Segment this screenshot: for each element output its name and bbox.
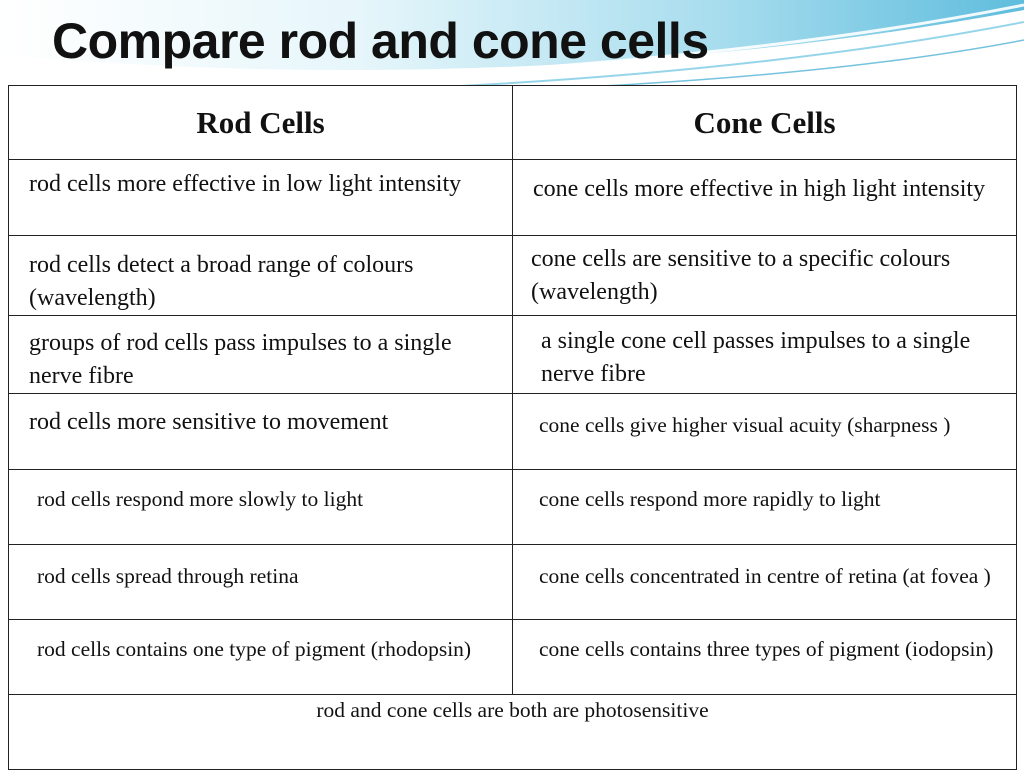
table-row: rod cells more effective in low light in…	[8, 159, 1017, 236]
rod-cell-text: groups of rod cells pass impulses to a s…	[29, 330, 452, 389]
rod-cell: rod cells more effective in low light in…	[8, 159, 513, 236]
rod-cell: rod cells detect a broad range of colour…	[8, 235, 513, 316]
comparison-table: Rod Cells Cone Cells rod cells more effe…	[8, 85, 1017, 770]
table-row: rod cells more sensitive to movement con…	[8, 393, 1017, 470]
table-row: rod cells spread through retina cone cel…	[8, 544, 1017, 620]
rod-cell: rod cells contains one type of pigment (…	[8, 619, 513, 695]
cone-cell: a single cone cell passes impulses to a …	[512, 315, 1017, 394]
cone-cell-text: cone cells give higher visual acuity (sh…	[539, 413, 951, 437]
rod-cell: rod cells respond more slowly to light	[8, 469, 513, 545]
cone-cell: cone cells give higher visual acuity (sh…	[512, 393, 1017, 470]
rod-cell-text: rod cells detect a broad range of colour…	[29, 252, 414, 311]
rod-cell-text: rod cells more sensitive to movement	[29, 409, 389, 435]
table-row: rod cells detect a broad range of colour…	[8, 235, 1017, 316]
cone-cell: cone cells concentrated in centre of ret…	[512, 544, 1017, 620]
rod-cell-text: rod cells more effective in low light in…	[29, 171, 462, 197]
footer-cell: rod and cone cells are both are photosen…	[8, 694, 1017, 770]
cone-cell-text: a single cone cell passes impulses to a …	[541, 328, 971, 387]
rod-cell: groups of rod cells pass impulses to a s…	[8, 315, 513, 394]
cone-cell-text: cone cells respond more rapidly to light	[539, 487, 881, 511]
page-title: Compare rod and cone cells	[52, 13, 709, 69]
cone-cell: cone cells more effective in high light …	[512, 159, 1017, 236]
rod-cell-text: rod cells contains one type of pigment (…	[37, 637, 472, 661]
decorative-wave-banner	[0, 0, 1024, 95]
cone-cell-text: cone cells are sensitive to a specific c…	[531, 246, 951, 305]
cone-cell: cone cells respond more rapidly to light	[512, 469, 1017, 545]
cone-cell-text: cone cells concentrated in centre of ret…	[539, 564, 991, 588]
cone-cell: cone cells contains three types of pigme…	[512, 619, 1017, 695]
table-row: rod cells respond more slowly to light c…	[8, 469, 1017, 545]
table-footer-row: rod and cone cells are both are photosen…	[8, 694, 1017, 770]
rod-cell-text: rod cells respond more slowly to light	[37, 487, 364, 511]
table-header-row: Rod Cells Cone Cells	[8, 85, 1017, 160]
table-row: rod cells contains one type of pigment (…	[8, 619, 1017, 695]
cone-cell: cone cells are sensitive to a specific c…	[512, 235, 1017, 316]
header-rod-cells: Rod Cells	[8, 85, 513, 160]
rod-cell-text: rod cells spread through retina	[37, 564, 299, 588]
table-row: groups of rod cells pass impulses to a s…	[8, 315, 1017, 394]
cone-cell-text: cone cells contains three types of pigme…	[539, 637, 994, 661]
footer-text: rod and cone cells are both are photosen…	[316, 698, 709, 722]
header-cone-cells: Cone Cells	[512, 85, 1017, 160]
rod-cell: rod cells spread through retina	[8, 544, 513, 620]
rod-cell: rod cells more sensitive to movement	[8, 393, 513, 470]
cone-cell-text: cone cells more effective in high light …	[533, 176, 986, 202]
